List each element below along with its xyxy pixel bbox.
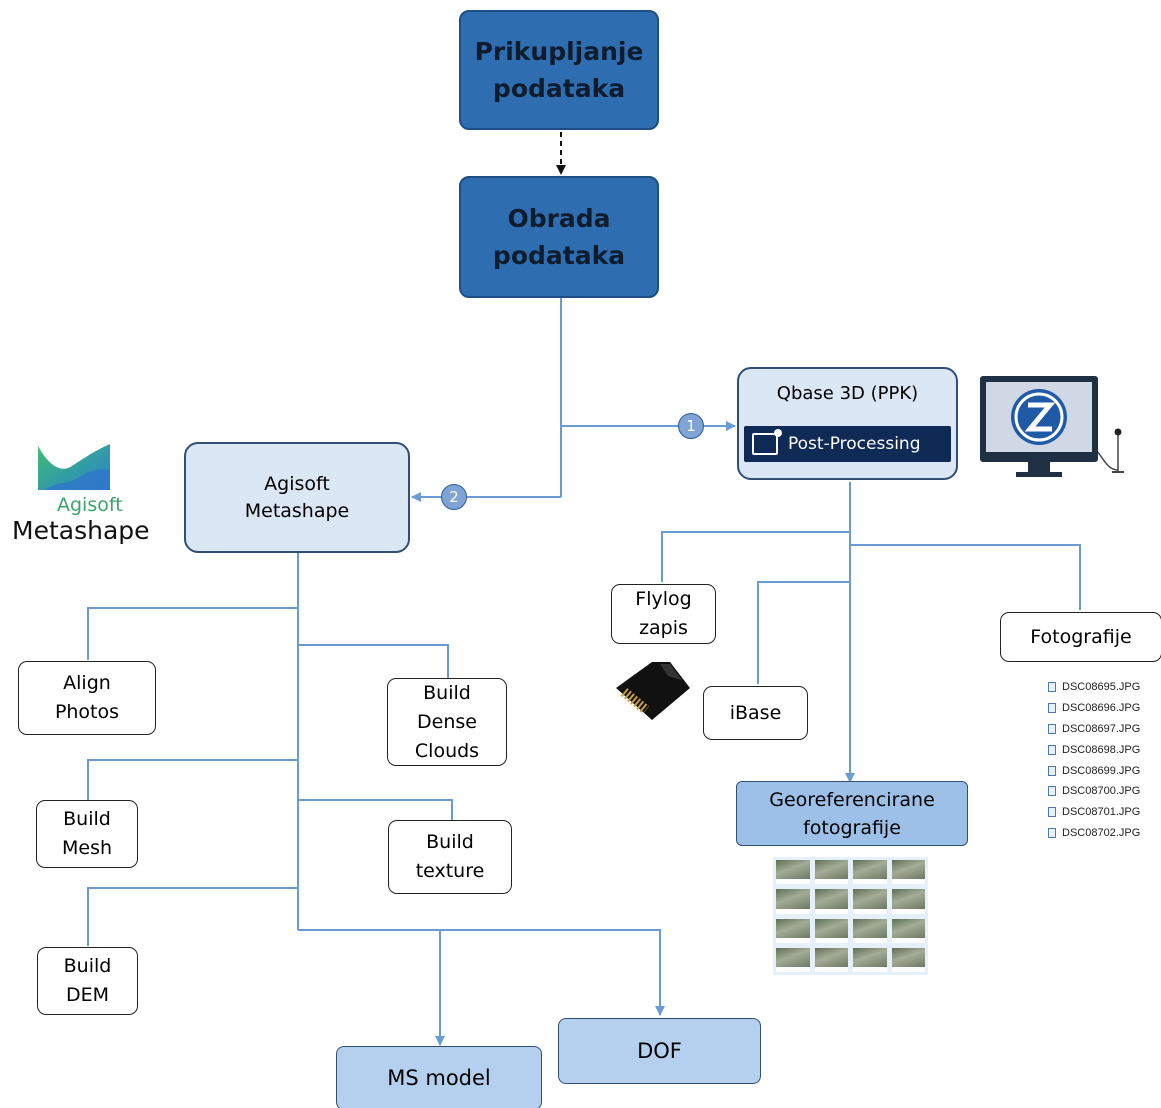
node-obrada: Obrada podataka	[459, 176, 659, 298]
node-build-dense-clouds: Build Dense Clouds	[387, 678, 507, 766]
post-processing-icon	[752, 429, 782, 455]
photo-thumbnail	[891, 918, 925, 943]
node-qbase: Qbase 3D (PPK) Post-Processing	[737, 367, 958, 480]
file-item: DSC08699.JPG	[1048, 760, 1158, 781]
file-icon	[1048, 827, 1056, 838]
file-list: DSC08695.JPG DSC08696.JPG DSC08697.JPG D…	[1048, 677, 1158, 843]
connector-align	[87, 607, 298, 660]
agisoft-metashape-logo: Agisoft Metashape	[12, 440, 150, 550]
connector-ibase	[757, 581, 850, 684]
node-build-mesh: Build Mesh	[36, 800, 138, 868]
file-icon	[1048, 744, 1056, 755]
computer-monitor-icon	[980, 376, 1124, 477]
post-processing-label: Post-Processing	[788, 434, 921, 454]
step-number-2: 2	[441, 484, 467, 510]
connector-texture	[298, 799, 453, 820]
node-agisoft-metashape: Agisoft Metashape	[184, 442, 410, 553]
photo-thumbnail	[853, 860, 887, 885]
logo-metashape-text: Metashape	[12, 516, 150, 545]
file-item: DSC08696.JPG	[1048, 698, 1158, 719]
photo-thumbnail	[776, 947, 810, 972]
file-item: DSC08702.JPG	[1048, 823, 1158, 844]
node-ibase: iBase	[703, 686, 808, 740]
node-build-texture: Build texture	[388, 820, 512, 894]
photo-thumbnail	[853, 947, 887, 972]
photo-thumbnail	[891, 889, 925, 914]
qbase-title: Qbase 3D (PPK)	[776, 383, 919, 404]
file-icon	[1048, 786, 1056, 797]
file-item: DSC08701.JPG	[1048, 802, 1158, 823]
connector-dem	[87, 887, 298, 946]
sd-card-icon	[616, 662, 690, 720]
photo-thumbnails	[773, 857, 928, 975]
connector-dense	[298, 644, 449, 678]
connector-dof	[440, 929, 665, 1016]
photo-thumbnail	[814, 860, 848, 885]
file-item: DSC08698.JPG	[1048, 739, 1158, 760]
photo-thumbnail	[891, 860, 925, 885]
photo-thumbnail	[853, 889, 887, 914]
file-item: DSC08697.JPG	[1048, 719, 1158, 740]
file-icon	[1048, 807, 1056, 818]
file-item: DSC08700.JPG	[1048, 781, 1158, 802]
step-number-1: 1	[678, 413, 704, 439]
logo-agisoft-text: Agisoft	[57, 494, 123, 516]
photo-thumbnail	[776, 889, 810, 914]
node-flylog: Flylog zapis	[611, 584, 716, 644]
photo-thumbnail	[776, 918, 810, 943]
photo-thumbnail	[814, 947, 848, 972]
file-icon	[1048, 682, 1056, 693]
node-align-photos: Align Photos	[18, 661, 156, 735]
photo-thumbnail	[853, 918, 887, 943]
connector-fotografije	[850, 544, 1081, 610]
file-icon	[1048, 765, 1056, 776]
photo-thumbnail	[776, 860, 810, 885]
node-dof: DOF	[558, 1018, 761, 1084]
node-fotografije: Fotografije	[1000, 612, 1161, 662]
file-icon	[1048, 723, 1056, 734]
node-build-dem: Build DEM	[37, 947, 138, 1015]
photo-thumbnail	[814, 889, 848, 914]
photo-thumbnail	[814, 918, 848, 943]
connector-flylog	[661, 531, 850, 582]
post-processing-bar: Post-Processing	[744, 426, 951, 462]
photo-thumbnail	[891, 947, 925, 972]
node-georeferencirane: Georeferencirane fotografije	[736, 781, 968, 846]
connector-ms-model	[298, 929, 445, 1046]
file-icon	[1048, 703, 1056, 714]
file-item: DSC08695.JPG	[1048, 677, 1158, 698]
connector-mesh	[87, 759, 298, 800]
metashape-logo-icon	[38, 444, 110, 490]
node-prikupljanje: Prikupljanje podataka	[459, 10, 659, 130]
node-ms-model: MS model	[336, 1046, 542, 1108]
